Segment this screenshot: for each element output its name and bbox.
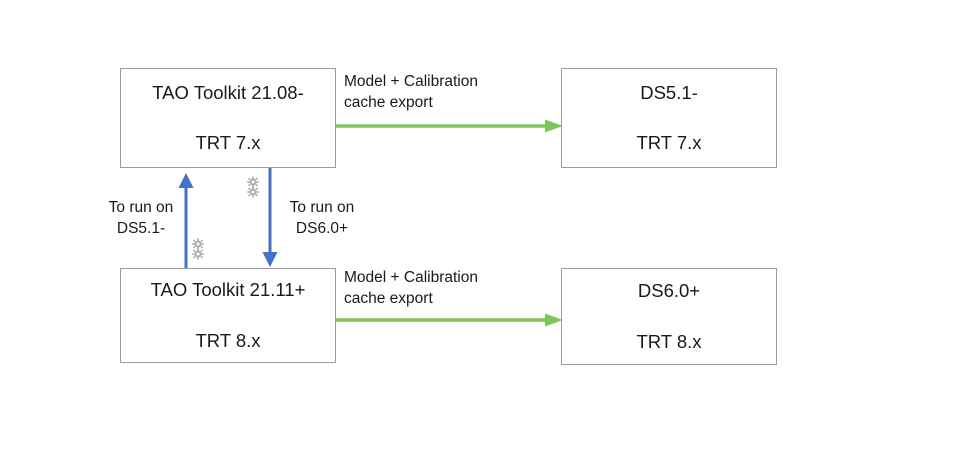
node-tao-toolkit-21-08[interactable]: TAO Toolkit 21.08- TRT 7.x xyxy=(120,68,336,168)
node-title: DS5.1- xyxy=(640,81,698,103)
node-subtitle: TRT 8.x xyxy=(195,329,261,351)
edge-label-run-on-ds5-1: To run on DS5.1- xyxy=(108,199,174,237)
arrow-export-top xyxy=(336,119,563,133)
gear-icon xyxy=(192,238,204,260)
node-title: TAO Toolkit 21.08- xyxy=(152,81,304,103)
node-subtitle: TRT 7.x xyxy=(636,132,702,153)
node-tao-toolkit-21-11[interactable]: TAO Toolkit 21.11+ TRT 8.x xyxy=(120,268,336,363)
gear-icon xyxy=(247,176,259,198)
node-ds-6-0[interactable]: DS6.0+ TRT 8.x xyxy=(561,268,777,365)
edge-label-export-top: Model + Calibration cache export xyxy=(344,73,478,111)
arrow-run-on-ds5-1 xyxy=(178,173,194,268)
node-title: DS6.0+ xyxy=(637,280,701,302)
node-ds-5-1[interactable]: DS5.1- TRT 7.x xyxy=(561,68,777,168)
node-subtitle: TRT 8.x xyxy=(636,330,702,352)
edge-label-run-on-ds6-0: To run on DS6.0+ xyxy=(289,199,355,237)
arrow-export-bottom xyxy=(336,313,563,327)
edge-label-export-bottom: Model + Calibration cache export xyxy=(344,269,478,307)
node-subtitle: TRT 7.x xyxy=(195,132,261,153)
arrow-run-on-ds6-0 xyxy=(262,168,278,267)
node-title: TAO Toolkit 21.11+ xyxy=(150,279,306,301)
